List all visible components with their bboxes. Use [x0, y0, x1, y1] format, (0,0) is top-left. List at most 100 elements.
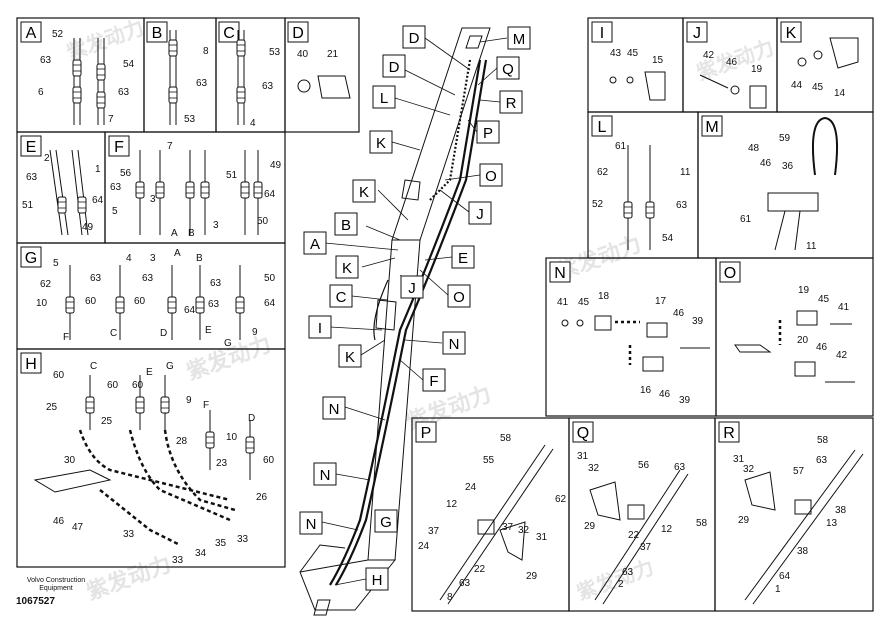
svg-text:紫发动力: 紫发动力: [64, 15, 147, 65]
panel-N-badge: N: [549, 261, 571, 283]
svg-text:C: C: [336, 289, 347, 306]
part-number: 62: [40, 279, 52, 290]
svg-text:J: J: [476, 206, 484, 223]
callout-K: K: [338, 344, 362, 368]
panel-D-badge: D: [287, 21, 309, 43]
part-number: 63: [40, 55, 52, 66]
part-number: 30: [64, 455, 76, 466]
part-number: 37: [640, 542, 652, 553]
panel-M-badge: M: [701, 115, 723, 137]
callout-N: N: [322, 396, 346, 420]
callout-E: E: [451, 245, 475, 269]
part-number: C: [90, 361, 97, 372]
part-number: 16: [640, 385, 652, 396]
part-number: 12: [446, 499, 458, 510]
part-number: 63: [196, 78, 208, 89]
part-number: 10: [36, 298, 48, 309]
svg-text:H: H: [372, 572, 383, 589]
part-number: 20: [797, 335, 809, 346]
svg-text:O: O: [724, 265, 736, 282]
part-number: 58: [817, 435, 829, 446]
part-number: 31: [577, 451, 589, 462]
part-number: 11: [806, 241, 817, 252]
part-number: 45: [812, 82, 824, 93]
part-number: 39: [679, 395, 691, 406]
panel-N-frame: [545, 257, 717, 417]
part-number: 45: [578, 297, 590, 308]
callout-I: I: [308, 315, 332, 339]
hose-sketches: [33, 30, 864, 605]
svg-text:J: J: [693, 25, 701, 42]
part-number: 29: [738, 515, 750, 526]
part-number: E: [205, 325, 212, 336]
part-number: 2: [44, 153, 50, 164]
part-number: 22: [628, 530, 640, 541]
part-number: 61: [615, 141, 627, 152]
part-number: 47: [72, 522, 84, 533]
part-number: 50: [264, 273, 276, 284]
part-number: 53: [269, 47, 281, 58]
part-number: 25: [101, 416, 113, 427]
panel-O-frame: [715, 257, 874, 417]
part-number: 24: [465, 482, 477, 493]
part-number: 10: [226, 432, 238, 443]
svg-text:R: R: [506, 95, 517, 112]
part-number: 55: [483, 455, 495, 466]
part-number: 63: [90, 273, 102, 284]
part-number: 38: [797, 546, 809, 557]
callout-K: K: [369, 130, 393, 154]
callout-J: J: [400, 275, 424, 299]
callout-M: M: [507, 26, 531, 50]
panel-B-badge: B: [146, 21, 168, 43]
part-number: A: [171, 228, 178, 239]
svg-text:F: F: [114, 139, 124, 156]
callout-K: K: [335, 255, 359, 279]
part-number: 49: [82, 222, 94, 233]
svg-text:A: A: [26, 25, 37, 42]
part-number: 60: [53, 370, 65, 381]
part-number: 63: [676, 200, 688, 211]
svg-text:M: M: [705, 119, 718, 136]
part-number: 52: [52, 29, 64, 40]
part-number: 46: [53, 516, 65, 527]
part-number: 64: [184, 305, 196, 316]
part-number: 6: [38, 87, 44, 98]
panel-L-badge: L: [591, 115, 613, 137]
svg-text:A: A: [310, 236, 320, 253]
part-number: 17: [655, 296, 667, 307]
callout-H: H: [365, 567, 389, 591]
part-number: E: [146, 367, 153, 378]
panel-J-badge: J: [686, 21, 708, 43]
svg-text:J: J: [408, 280, 416, 297]
svg-text:K: K: [786, 25, 797, 42]
part-number: 64: [779, 571, 791, 582]
svg-text:K: K: [359, 184, 369, 201]
part-number: 46: [659, 389, 671, 400]
part-number: 63: [142, 273, 154, 284]
part-number: D: [160, 328, 167, 339]
panel-O-badge: O: [719, 261, 741, 283]
part-number: 63: [110, 182, 122, 193]
part-number: 38: [835, 505, 847, 516]
callout-D: D: [382, 54, 406, 78]
part-number: 61: [740, 214, 752, 225]
callout-A: A: [303, 231, 327, 255]
brand-line-2: Equipment: [39, 585, 73, 592]
callout-K: K: [352, 179, 376, 203]
callout-L: L: [372, 85, 396, 109]
part-number: 18: [598, 291, 610, 302]
part-number: 48: [748, 143, 760, 154]
part-number: 32: [518, 525, 530, 536]
svg-text:G: G: [380, 514, 392, 531]
svg-text:N: N: [306, 516, 317, 533]
part-number: 37: [502, 522, 514, 533]
part-number: 60: [132, 380, 144, 391]
svg-text:K: K: [376, 135, 386, 152]
part-number: 58: [696, 518, 708, 529]
part-number: 43: [610, 48, 622, 59]
part-number: 41: [838, 302, 850, 313]
part-number: 4: [126, 253, 132, 264]
part-number: 33: [123, 529, 135, 540]
part-number: 37: [428, 526, 440, 537]
panel-Q-badge: Q: [572, 421, 594, 443]
